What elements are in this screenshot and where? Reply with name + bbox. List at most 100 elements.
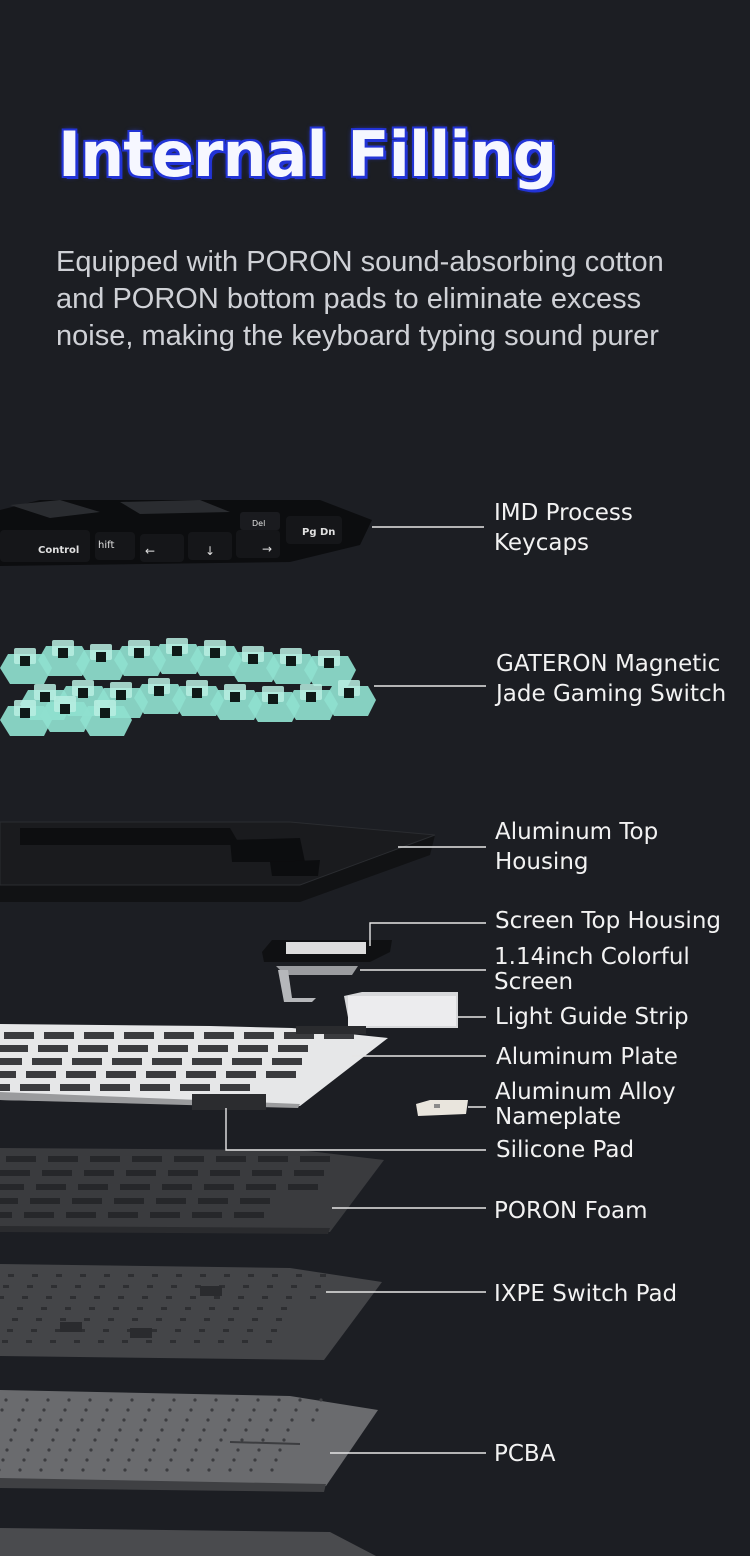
pcba-hole <box>315 1408 318 1411</box>
pcba-hole <box>298 1398 301 1401</box>
pcba-hole <box>249 1468 252 1471</box>
foam-cutout <box>246 1184 276 1190</box>
pcba-hole <box>189 1408 192 1411</box>
pcba-hole <box>269 1418 272 1421</box>
ixpe-hole <box>223 1329 229 1332</box>
pcba-hole <box>211 1458 214 1461</box>
pcba-hole <box>244 1428 247 1431</box>
ixpe-hole <box>190 1296 196 1299</box>
pcba-hole <box>215 1448 218 1451</box>
aluminum-top-housing <box>0 822 435 902</box>
pcba-hole <box>5 1448 8 1451</box>
plate-cutout <box>158 1045 188 1052</box>
pcba-hole <box>139 1428 142 1431</box>
keycap-legend: Del <box>252 519 265 528</box>
pcba-hole <box>248 1418 251 1421</box>
pcba-hole <box>198 1438 201 1441</box>
foam-cutout <box>252 1170 282 1176</box>
pcba-hole <box>109 1398 112 1401</box>
ixpe-hole <box>243 1285 249 1288</box>
plate-cutout <box>204 1032 234 1039</box>
pcba-hole <box>102 1468 105 1471</box>
plate-cutout <box>152 1058 182 1065</box>
pcba-hole <box>235 1398 238 1401</box>
pcba-hole <box>311 1418 314 1421</box>
pcba-hole <box>256 1398 259 1401</box>
ixpe-hole <box>0 1296 4 1299</box>
pcba-hole <box>277 1398 280 1401</box>
plate-cutout <box>32 1058 62 1065</box>
label-light-guide-strip: Light Guide Strip <box>495 1005 689 1030</box>
foam-cutout <box>168 1170 198 1176</box>
pcba-hole <box>294 1408 297 1411</box>
pcba-hole <box>101 1418 104 1421</box>
ixpe-hole <box>122 1340 128 1343</box>
ixpe-hole <box>262 1296 268 1299</box>
pcba-hole <box>110 1448 113 1451</box>
ixpe-hole <box>271 1329 277 1332</box>
ixpe-hole <box>89 1307 95 1310</box>
pcba-hole <box>274 1458 277 1461</box>
plate-cutout <box>72 1058 102 1065</box>
ixpe-hole <box>175 1329 181 1332</box>
pcba-hole <box>9 1438 12 1441</box>
pcba-hole <box>38 1418 41 1421</box>
plate-cutout <box>60 1084 90 1091</box>
keycap-legend: Control <box>38 545 79 556</box>
plate-cutout <box>180 1084 210 1091</box>
pcba-hole <box>63 1408 66 1411</box>
ixpe-hole <box>27 1285 33 1288</box>
pcba-hole <box>265 1428 268 1431</box>
plate-cutout <box>164 1032 194 1039</box>
label-gateron-switch: GATERON Magnetic Jade Gaming Switch <box>496 652 726 707</box>
bottom-case <box>0 1528 376 1556</box>
pcba-hole <box>190 1458 193 1461</box>
ixpe-hole <box>60 1318 66 1321</box>
pcba-hole <box>253 1458 256 1461</box>
pcba-hole <box>131 1448 134 1451</box>
label-imd-keycaps: IMD Process Keycaps <box>494 501 633 556</box>
label-silicone-pad: Silicone Pad <box>496 1138 634 1163</box>
label-aluminum-plate: Aluminum Plate <box>496 1045 678 1070</box>
foam-cutout <box>90 1156 120 1162</box>
ixpe-hole <box>257 1307 263 1310</box>
ixpe-hole <box>41 1307 47 1310</box>
foam-cutout <box>0 1170 30 1176</box>
ixpe-hole <box>320 1274 326 1277</box>
foam-cutout <box>120 1184 150 1190</box>
plate-cutout <box>278 1045 308 1052</box>
keycap-legend: ← <box>145 544 155 558</box>
foam-cutout <box>36 1184 66 1190</box>
ixpe-hole <box>199 1329 205 1332</box>
pcba-hole <box>261 1438 264 1441</box>
nameplate-part <box>416 1100 468 1116</box>
pcba-hole <box>43 1458 46 1461</box>
pcba-hole <box>122 1418 125 1421</box>
pcba-hole <box>185 1418 188 1421</box>
ixpe-hole <box>214 1296 220 1299</box>
foam-cutout <box>192 1212 222 1218</box>
plate-cutout <box>146 1071 176 1078</box>
label-line: IXPE Switch Pad <box>494 1282 677 1307</box>
pcba-hole <box>152 1448 155 1451</box>
foam-cutout <box>72 1198 102 1204</box>
pcba-hole <box>147 1408 150 1411</box>
pcba-layer <box>0 1390 378 1492</box>
light-guide-strip <box>344 992 458 1028</box>
pcba-hole <box>105 1408 108 1411</box>
plate-cutout <box>266 1071 296 1078</box>
label-screen-top-housing: Screen Top Housing <box>495 909 721 934</box>
ixpe-hole <box>267 1285 273 1288</box>
pcba-hole <box>252 1408 255 1411</box>
ixpe-hole <box>32 1274 38 1277</box>
ixpe-hole <box>2 1340 8 1343</box>
label-aluminum-top-housing: Aluminum Top Housing <box>495 820 658 875</box>
plate-cutout <box>0 1071 16 1078</box>
pcba-hole <box>148 1458 151 1461</box>
ixpe-hole <box>286 1296 292 1299</box>
foam-cutout <box>114 1198 144 1204</box>
label-line: Housing <box>495 850 658 875</box>
pcba-hole <box>88 1398 91 1401</box>
pcba-hole <box>114 1438 117 1441</box>
foam-cutout <box>240 1198 270 1204</box>
